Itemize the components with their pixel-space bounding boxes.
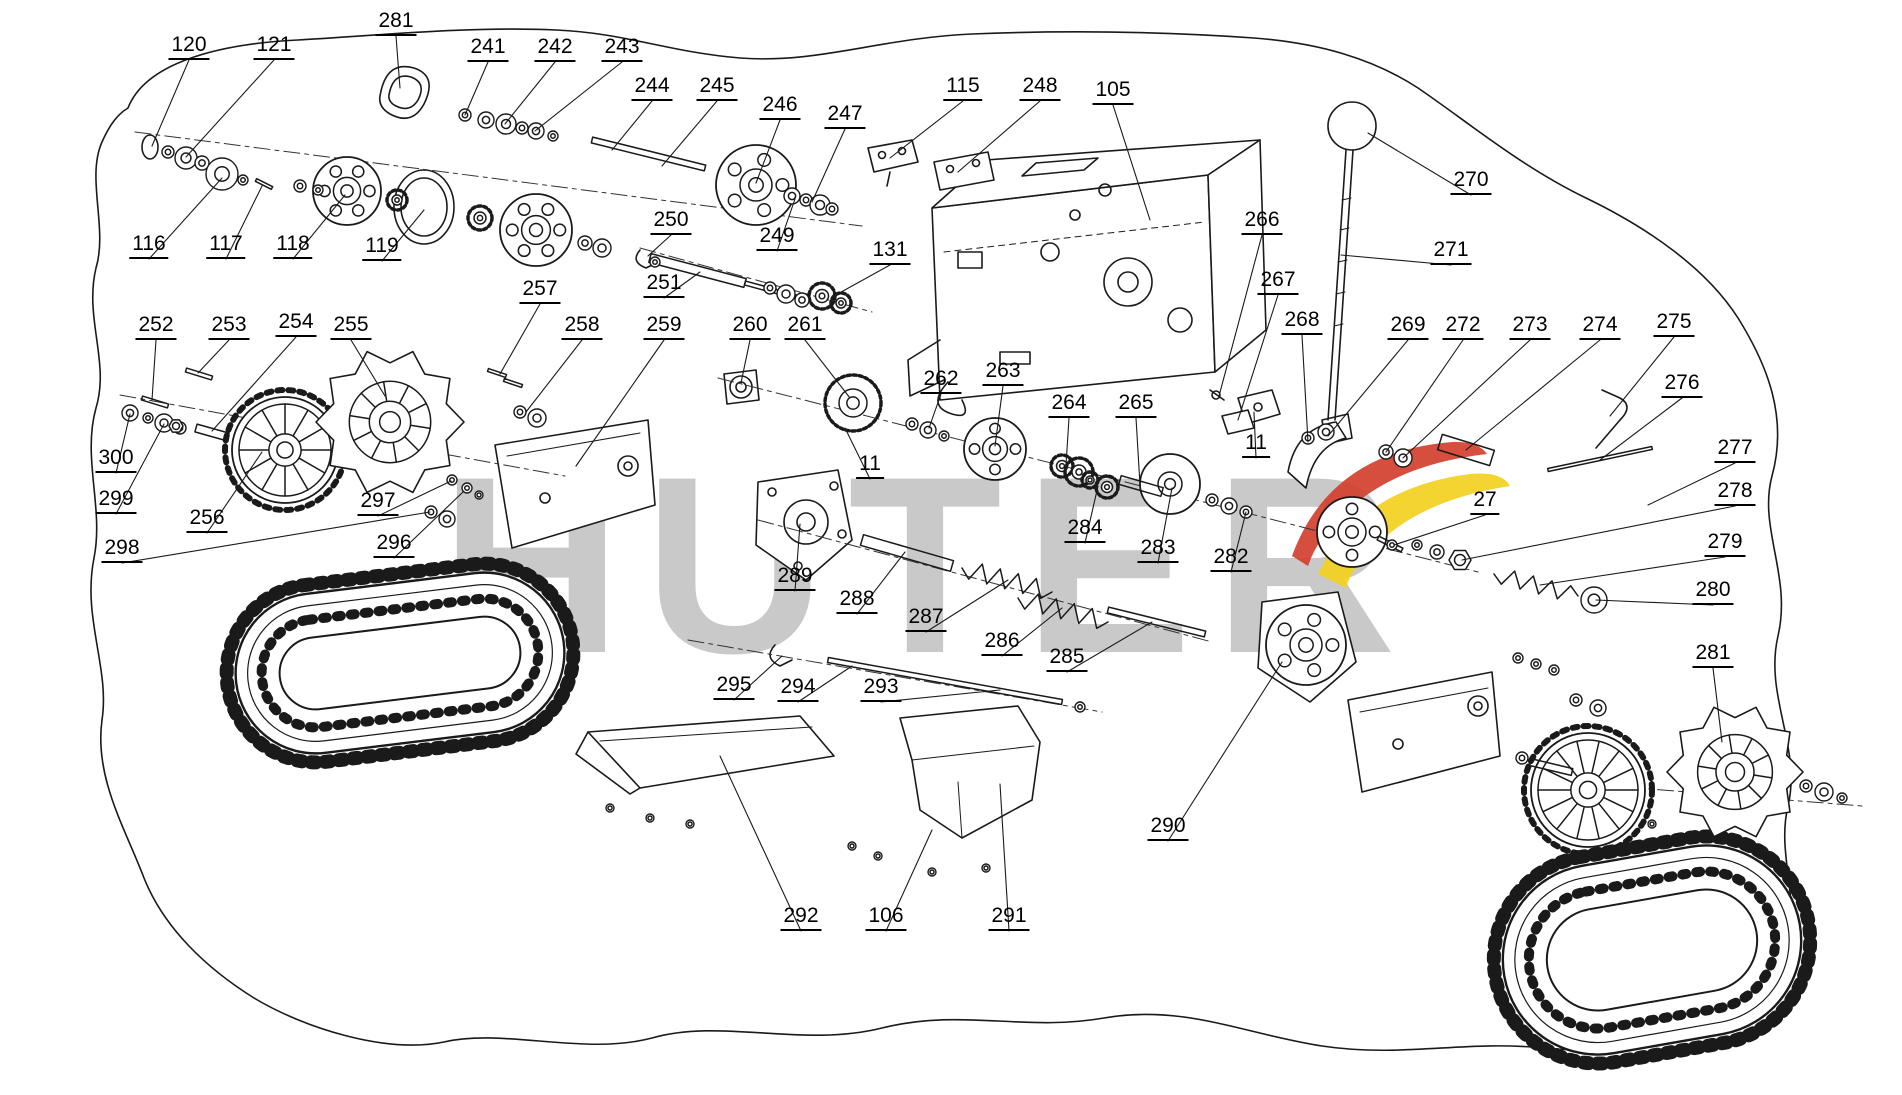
part-label-276: 276: [1661, 371, 1703, 399]
plate-right: [1347, 671, 1501, 793]
part-label-243: 243: [601, 35, 643, 63]
part-label-256: 256: [186, 506, 228, 534]
part-label-268: 268: [1281, 308, 1323, 336]
part-label-246: 246: [759, 93, 801, 121]
part-label-247: 247: [824, 102, 866, 130]
part-label-266: 266: [1241, 208, 1283, 236]
part-label-285: 285: [1046, 645, 1088, 673]
springs: [961, 563, 1579, 630]
part-label-294: 294: [777, 675, 819, 703]
generated-parts: [119, 108, 1863, 1071]
part-label-269: 269: [1387, 313, 1429, 341]
part-label-291: 291: [988, 904, 1030, 932]
part-label-260: 260: [729, 313, 771, 341]
part-label-121: 121: [253, 33, 295, 61]
part-label-252: 252: [135, 313, 177, 341]
part-label-265: 265: [1115, 391, 1157, 419]
part-label-244: 244: [631, 74, 673, 102]
part-label-131: 131: [869, 238, 911, 266]
left-track: [219, 556, 581, 770]
bracket-291: [899, 705, 1041, 839]
part-label-289: 289: [774, 564, 816, 592]
hook-250: [635, 249, 659, 269]
drive-wheels: [222, 350, 1804, 857]
wire-275: [1595, 389, 1628, 449]
part-label-277: 277: [1714, 436, 1756, 464]
plate-259: [494, 419, 656, 549]
part-label-264: 264: [1048, 391, 1090, 419]
gearbox-105: [907, 139, 1267, 417]
part-label-106: 106: [865, 904, 907, 932]
part-label-288: 288: [836, 587, 878, 615]
part-label-245: 245: [696, 74, 738, 102]
part-label-249: 249: [756, 224, 798, 252]
part-label-117: 117: [206, 232, 246, 260]
part-label-284: 284: [1064, 516, 1106, 544]
part-label-272: 272: [1442, 313, 1484, 341]
part-label-275: 275: [1653, 310, 1695, 338]
chain-281: [378, 65, 430, 120]
part-label-119: 119: [362, 234, 402, 262]
leader-lines: [115, 35, 1736, 932]
part-label-273: 273: [1509, 313, 1551, 341]
part-label-263: 263: [982, 359, 1024, 387]
part-label-250: 250: [650, 208, 692, 236]
part-label-241: 241: [467, 35, 509, 63]
part-label-105: 105: [1092, 78, 1134, 106]
part-label-261: 261: [784, 313, 826, 341]
right-track: [1486, 829, 1818, 1071]
part-label-281: 281: [375, 9, 417, 37]
part-label-251: 251: [643, 271, 685, 299]
part-label-118: 118: [273, 232, 313, 260]
part-label-11: 11: [1242, 431, 1270, 459]
part-label-11: 11: [856, 452, 884, 480]
part-label-27: 27: [1470, 488, 1500, 516]
part-label-292: 292: [780, 904, 822, 932]
part-label-295: 295: [713, 673, 755, 701]
part-label-248: 248: [1019, 74, 1061, 102]
lever-knob: [1327, 101, 1377, 151]
part-label-257: 257: [519, 277, 561, 305]
gear-lever: [1321, 101, 1377, 445]
hooks: [635, 249, 793, 667]
part-label-293: 293: [860, 675, 902, 703]
part-label-296: 296: [373, 531, 415, 559]
part-label-115: 115: [943, 74, 983, 102]
part-label-271: 271: [1430, 238, 1472, 266]
part-label-298: 298: [101, 536, 143, 564]
part-label-281: 281: [1692, 641, 1734, 669]
part-label-279: 279: [1704, 530, 1746, 558]
part-label-242: 242: [534, 35, 576, 63]
rings: [141, 134, 455, 245]
part-label-299: 299: [95, 487, 137, 515]
part-label-286: 286: [981, 629, 1023, 657]
part-label-116: 116: [129, 232, 169, 260]
part-label-278: 278: [1714, 479, 1756, 507]
hook-295: [769, 644, 793, 667]
part-label-283: 283: [1137, 536, 1179, 564]
part-label-280: 280: [1692, 578, 1734, 606]
part-label-267: 267: [1257, 268, 1299, 296]
part-label-255: 255: [330, 313, 372, 341]
part-label-120: 120: [168, 33, 210, 61]
part-label-287: 287: [905, 605, 947, 633]
part-label-270: 270: [1450, 168, 1492, 196]
part-label-253: 253: [208, 313, 250, 341]
part-label-274: 274: [1579, 313, 1621, 341]
part-label-258: 258: [561, 313, 603, 341]
gears-discs: [312, 144, 1388, 686]
part-label-262: 262: [920, 367, 962, 395]
bearing-260: [723, 369, 760, 405]
part-label-254: 254: [275, 310, 317, 338]
part-label-282: 282: [1210, 545, 1252, 573]
plate-289: [755, 469, 853, 581]
part-label-290: 290: [1147, 814, 1189, 842]
part-label-297: 297: [357, 489, 399, 517]
part-label-259: 259: [643, 313, 685, 341]
plate-292: [587, 715, 835, 789]
part-label-300: 300: [95, 446, 137, 474]
